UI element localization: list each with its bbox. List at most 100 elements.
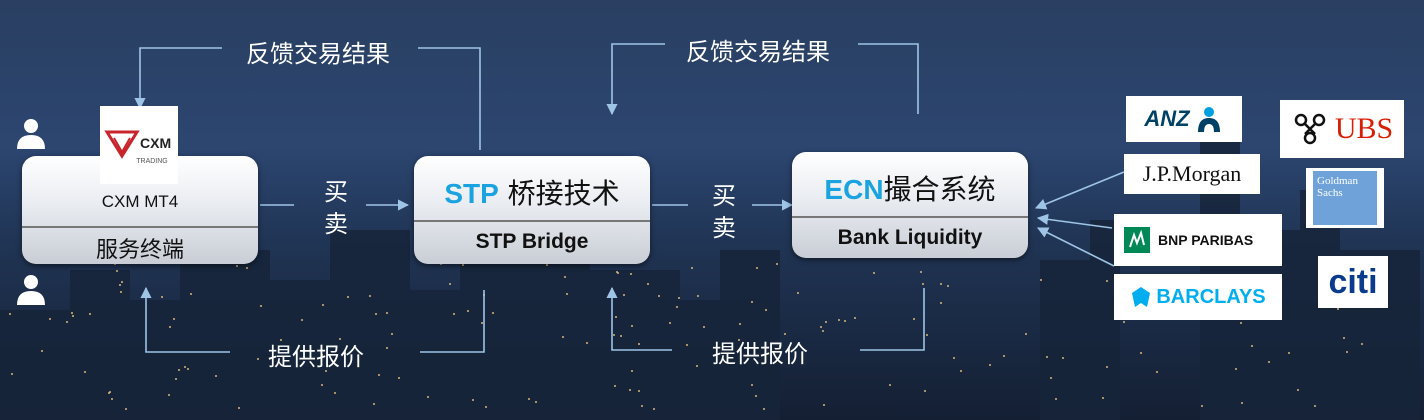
city-light bbox=[1106, 366, 1108, 368]
skyline-building bbox=[720, 250, 780, 420]
cxm-logo-icon: CXM bbox=[104, 130, 171, 159]
quote-arrow-2 bbox=[612, 288, 925, 351]
city-light bbox=[71, 312, 73, 314]
city-light bbox=[776, 263, 778, 265]
city-light bbox=[121, 281, 123, 283]
cxm-logo-text: CXM bbox=[140, 135, 171, 151]
city-light bbox=[280, 339, 282, 341]
city-light bbox=[784, 333, 786, 335]
city-light bbox=[1123, 321, 1125, 323]
buy-sell-label: 买卖 bbox=[712, 182, 736, 242]
quote-label: 提供报价 bbox=[268, 343, 364, 371]
city-light bbox=[1343, 337, 1345, 339]
city-light bbox=[114, 263, 116, 265]
city-light bbox=[1055, 398, 1057, 400]
city-light bbox=[1050, 377, 1052, 379]
city-light bbox=[1346, 351, 1348, 353]
city-light bbox=[190, 293, 192, 295]
city-light bbox=[913, 318, 915, 320]
city-light bbox=[301, 319, 303, 321]
bnp-paribas-logo: BNP PARIBAS bbox=[1114, 214, 1282, 266]
city-light bbox=[1235, 368, 1237, 370]
city-light bbox=[184, 366, 186, 368]
city-light bbox=[838, 319, 840, 321]
city-light bbox=[449, 283, 451, 285]
city-light bbox=[398, 377, 400, 379]
city-light bbox=[615, 316, 617, 318]
city-light bbox=[11, 373, 13, 375]
city-light bbox=[676, 306, 678, 308]
bnp-stars-icon bbox=[1124, 227, 1150, 253]
ecn-system-box: ECN撮合系统 Bank Liquidity bbox=[792, 152, 1028, 258]
city-light bbox=[1337, 308, 1339, 310]
city-light bbox=[820, 326, 822, 328]
city-light bbox=[953, 357, 955, 359]
city-light bbox=[120, 291, 122, 293]
city-light bbox=[1314, 405, 1316, 407]
city-light bbox=[257, 358, 259, 360]
city-light bbox=[1288, 352, 1290, 354]
anz-person-icon bbox=[1197, 107, 1220, 132]
city-light bbox=[72, 315, 74, 317]
city-light bbox=[1241, 402, 1243, 404]
city-light bbox=[321, 354, 323, 356]
city-light bbox=[378, 374, 380, 376]
ecn-box-title: ECN撮合系统 bbox=[824, 173, 996, 206]
city-light bbox=[467, 310, 469, 312]
stp-bridge-box: STP 桥接技术 STP Bridge bbox=[414, 156, 650, 264]
city-light bbox=[691, 267, 693, 269]
city-light bbox=[386, 347, 388, 349]
skyline-building bbox=[330, 230, 410, 420]
bank-arrow-bnp bbox=[1036, 213, 1113, 229]
bank-arrow-jpm bbox=[1034, 171, 1125, 210]
city-light bbox=[822, 330, 824, 332]
city-light bbox=[1062, 357, 1064, 359]
quote-arrow-1 bbox=[146, 288, 485, 353]
city-light bbox=[347, 296, 349, 298]
city-light bbox=[1361, 343, 1363, 345]
citi-logo: citi bbox=[1318, 256, 1388, 308]
skyline-building bbox=[530, 240, 590, 420]
city-light bbox=[236, 265, 238, 267]
city-light bbox=[630, 273, 632, 275]
city-light bbox=[629, 389, 631, 391]
skyline-building bbox=[130, 300, 180, 420]
city-light bbox=[844, 320, 846, 322]
city-light bbox=[697, 295, 699, 297]
feedback-arrow-2 bbox=[612, 43, 919, 114]
city-light bbox=[686, 344, 688, 346]
city-light bbox=[678, 297, 680, 299]
city-light bbox=[238, 407, 240, 409]
city-light bbox=[989, 364, 991, 366]
city-light bbox=[246, 267, 248, 269]
city-light bbox=[738, 339, 740, 341]
city-light bbox=[940, 283, 942, 285]
city-light bbox=[631, 370, 633, 372]
city-light bbox=[89, 313, 91, 315]
city-light bbox=[1106, 280, 1108, 282]
feedback-label: 反馈交易结果 bbox=[246, 40, 390, 68]
city-light bbox=[386, 312, 388, 314]
city-light bbox=[125, 408, 127, 410]
city-light bbox=[492, 312, 494, 314]
barclays-logo: BARCLAYS bbox=[1114, 274, 1282, 320]
city-light bbox=[453, 313, 455, 315]
city-light bbox=[116, 270, 118, 272]
city-light bbox=[440, 263, 442, 265]
city-light bbox=[940, 302, 942, 304]
city-light bbox=[178, 369, 180, 371]
goldman-sachs-logo: Goldman Sachs bbox=[1306, 168, 1384, 228]
feedback-arrow-1 bbox=[140, 47, 481, 150]
city-light bbox=[797, 292, 799, 294]
barclays-eagle-icon bbox=[1132, 287, 1151, 307]
skyline-building bbox=[460, 260, 530, 420]
city-light bbox=[947, 285, 949, 287]
city-light bbox=[168, 394, 170, 396]
ubs-keys-icon bbox=[1294, 113, 1326, 145]
city-light bbox=[623, 294, 625, 296]
anz-logo: ANZ bbox=[1126, 96, 1242, 142]
city-light bbox=[161, 296, 163, 298]
city-light bbox=[173, 318, 175, 320]
city-light bbox=[325, 370, 327, 372]
city-light bbox=[1297, 389, 1299, 391]
